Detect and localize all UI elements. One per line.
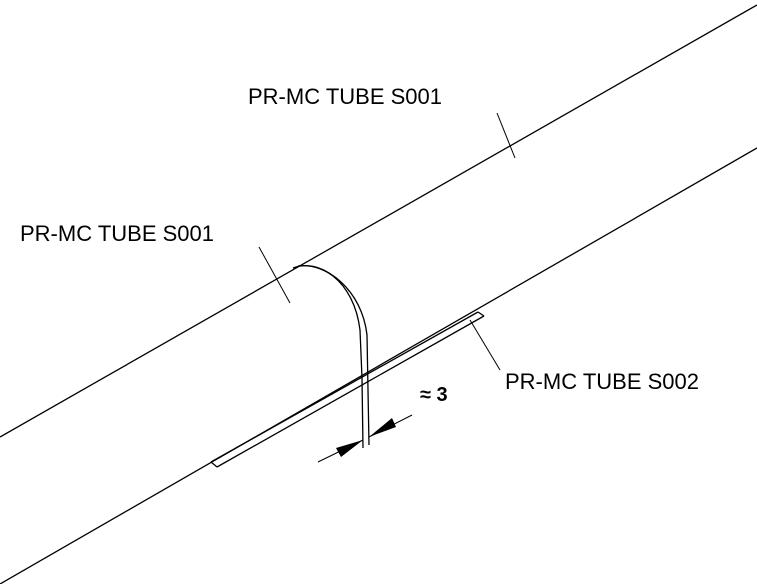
leader-upper-tube (496, 112, 516, 159)
sleeve-end-curve-outer (292, 265, 363, 379)
label-insert: PR-MC TUBE S002 (505, 369, 699, 394)
label-lower-tube: PR-MC TUBE S001 (20, 221, 214, 246)
insert-strip-top (210, 311, 479, 463)
dimension-label: ≈ 3 (420, 384, 448, 406)
leader-insert (469, 319, 501, 371)
insert-strip-end-left (210, 461, 218, 468)
label-upper-tube: PR-MC TUBE S001 (248, 84, 442, 109)
insert-strip-end-right (477, 311, 485, 317)
tube-bottom-edge (0, 147, 757, 584)
sleeve-end-curve-inner (297, 265, 370, 446)
sleeve-edge-vertical (361, 377, 364, 449)
leader-lower-tube (258, 246, 291, 304)
tube-top-edge (0, 4, 757, 438)
dimension-arrow-right (369, 418, 396, 437)
insert-strip-bottom (216, 315, 485, 468)
dimension-arrow-left (336, 440, 363, 457)
